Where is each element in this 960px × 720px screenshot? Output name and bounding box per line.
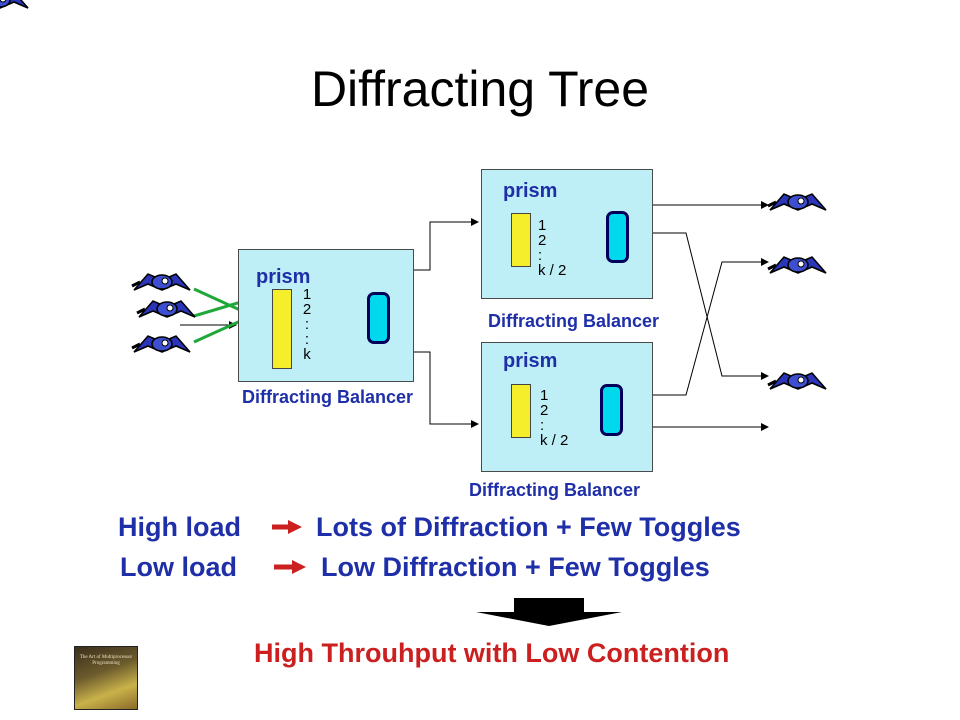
root-toggle <box>367 292 390 344</box>
root-caption: Diffracting Balancer <box>242 387 414 407</box>
down-arrow-icon <box>476 598 622 626</box>
slide-title: Diffracting Tree <box>310 61 650 117</box>
bottom-caption: Diffracting Balancer <box>469 480 641 500</box>
bottom-output-1 <box>652 258 769 396</box>
low-load-label: Low load <box>120 552 237 582</box>
high-load-effect: Lots of Diffraction + Few Toggles <box>316 512 741 542</box>
root-prism-slots: 1 2 : : k <box>302 286 312 363</box>
top-caption: Diffracting Balancer <box>488 311 660 331</box>
arrow-right-icon <box>272 520 302 534</box>
bird-icon <box>0 0 29 9</box>
book-cover-title: The Art of Multiprocessor Programming <box>79 655 133 666</box>
conclusion: High Throuhput with Low Contention <box>254 638 730 668</box>
bottom-prism-queue <box>511 384 531 438</box>
top-toggle <box>606 211 629 263</box>
top-prism-queue <box>511 213 531 267</box>
root-prism-queue <box>272 289 292 369</box>
book-cover-image: The Art of Multiprocessor Programming <box>74 646 138 710</box>
root-prism-label: prism <box>256 266 311 288</box>
high-load-label: High load <box>118 512 241 542</box>
bottom-toggle <box>600 384 623 436</box>
bottom-prism-label: prism <box>503 350 558 372</box>
low-load-effect: Low Diffraction + Few Toggles <box>321 552 710 582</box>
root-to-bottom-wire <box>412 351 479 428</box>
root-to-top-wire <box>412 218 479 271</box>
top-output-2 <box>652 232 769 380</box>
bottom-balancer-box <box>481 342 653 472</box>
top-prism-slots: 1 2 : k / 2 <box>538 217 567 279</box>
top-prism-label: prism <box>503 180 558 202</box>
arrow-right-icon <box>274 560 306 574</box>
bottom-prism-slots: 1 2 : k / 2 <box>540 387 569 449</box>
